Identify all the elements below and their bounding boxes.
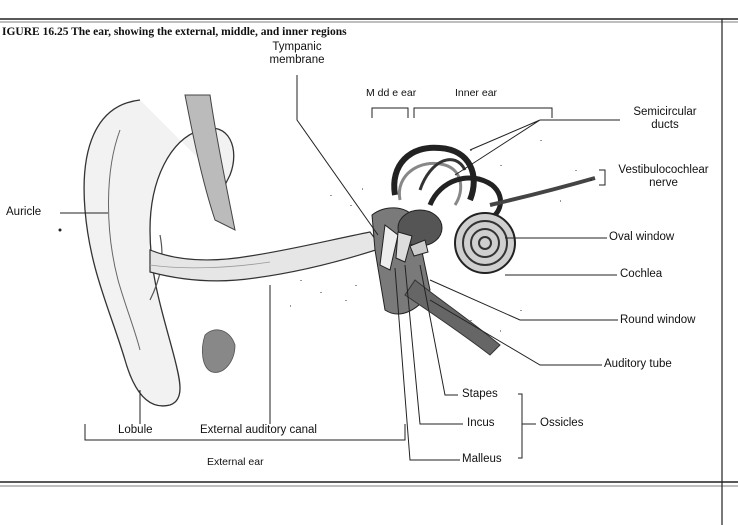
figure-caption: IGURE 16.25 The ear, showing the externa… [2,26,347,38]
label-tympanic-membrane: Tympanic membrane [257,41,337,67]
label-vestibulo-line-1: Vestibulocochlear [606,164,721,177]
label-vestibulocochlear-nerve: Vestibulocochlear nerve [606,164,721,190]
label-round-window: Round window [620,314,695,327]
vestibulocochlear-nerve-shape [490,178,595,205]
label-tympanic-line-1: Tympanic [257,41,337,54]
label-incus: Incus [467,417,495,430]
label-external-ear: External ear [207,456,264,469]
mastoid-shading [202,330,235,373]
auditory-canal-shape [150,232,382,281]
label-ossicles: Ossicles [540,417,583,430]
label-lobule: Lobule [118,424,153,437]
label-auricle: Auricle [6,206,41,219]
label-stapes: Stapes [462,388,498,401]
label-semicircular-line-2: ducts [615,119,715,132]
label-malleus: Malleus [462,453,502,466]
label-vestibulo-line-2: nerve [606,177,721,190]
label-cochlea: Cochlea [620,268,662,281]
label-semicircular-ducts: Semicircular ducts [615,106,715,132]
label-middle-ear: M dd e ear [366,87,416,100]
label-inner-ear: Inner ear [455,87,497,100]
auditory-tube-shape [405,280,500,355]
label-tympanic-line-2: membrane [257,54,337,67]
stray-dot [59,229,62,232]
label-oval-window: Oval window [609,231,674,244]
label-auditory-tube: Auditory tube [604,358,672,371]
label-external-auditory-canal: External auditory canal [200,424,317,437]
label-semicircular-line-1: Semicircular [615,106,715,119]
